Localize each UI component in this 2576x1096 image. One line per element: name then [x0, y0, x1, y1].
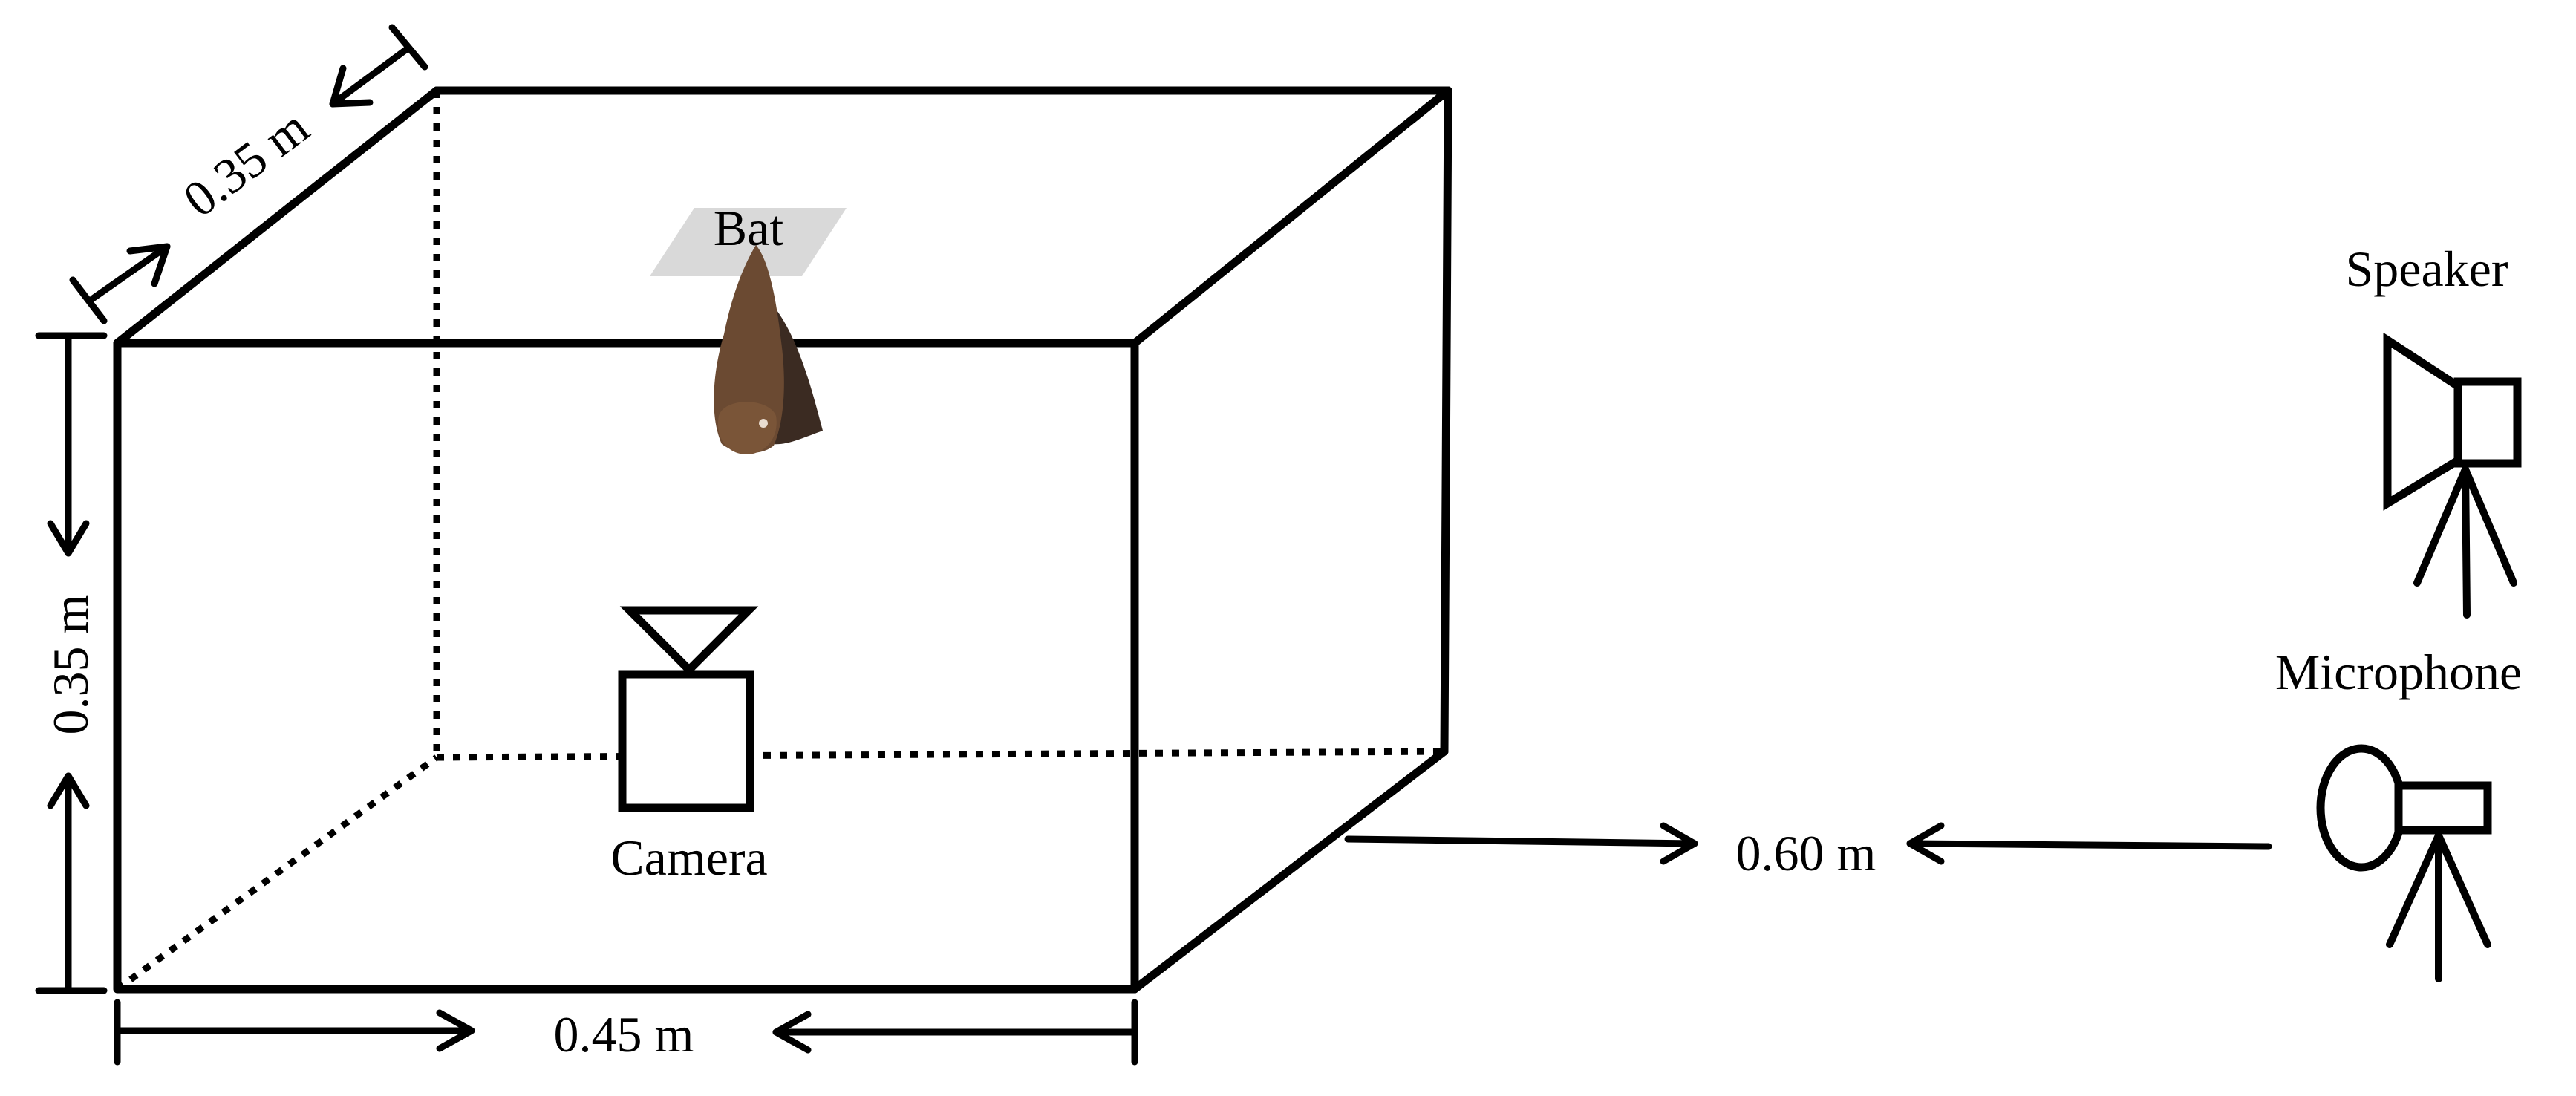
width-label: 0.45 m — [554, 1006, 694, 1063]
height-arrowhead-top — [47, 520, 90, 557]
speaker-tripod-center-leg — [2462, 466, 2471, 619]
distance-dimension — [1344, 822, 2272, 865]
distance-arrowhead-left — [1660, 822, 1698, 865]
distance-arrow-right — [1906, 840, 2272, 850]
depth-arrowhead-front — [126, 243, 171, 287]
depth-arrow-back — [329, 45, 411, 108]
speaker-label: Speaker — [2345, 241, 2508, 297]
camera-icon — [618, 606, 759, 812]
depth-arrowhead-back — [329, 65, 374, 108]
bat-eye — [759, 419, 768, 428]
depth-tick-front — [69, 276, 108, 324]
box-front-face — [113, 339, 1139, 994]
speaker-tripod-right-leg — [2462, 466, 2517, 587]
microphone-tripod-left-leg — [2386, 832, 2442, 948]
distance-label: 0.60 m — [1736, 825, 1876, 881]
height-label: 0.35 m — [42, 595, 99, 735]
depth-arrow-front — [89, 243, 171, 302]
microphone-body — [2394, 781, 2492, 835]
speaker-icon — [2383, 332, 2522, 619]
enclosure-box — [113, 86, 1452, 994]
box-hidden-edges — [115, 91, 1447, 992]
distance-arrowhead-right — [1906, 822, 1945, 865]
microphone-icon — [2316, 744, 2492, 982]
microphone-head — [2316, 744, 2407, 872]
bat-figure — [650, 208, 847, 454]
height-dimension — [35, 332, 108, 994]
box-top-right-edge — [1130, 86, 1452, 348]
bat-body — [714, 245, 784, 453]
camera-body — [618, 670, 754, 812]
speaker-cone — [2383, 332, 2462, 511]
width-dimension — [114, 999, 1138, 1066]
bottom-left-depth-edge — [115, 754, 439, 992]
bat-head — [717, 402, 777, 454]
box-bottom-right-edge — [1130, 747, 1449, 994]
speaker-tripod-left-leg — [2413, 466, 2469, 587]
box-top-left-edge — [113, 86, 441, 348]
height-arrowhead-bottom — [47, 772, 90, 809]
bat-label: Bat — [714, 200, 784, 256]
box-back-right-vertical-edge — [1440, 86, 1452, 756]
microphone-label: Microphone — [2275, 644, 2522, 700]
microphone-tripod-right-leg — [2435, 832, 2491, 948]
camera-label: Camera — [610, 829, 767, 886]
back-bottom-edge — [436, 748, 1447, 761]
width-arrowhead-left — [436, 1009, 475, 1052]
bat-perch — [650, 208, 847, 276]
camera-lens — [619, 606, 759, 676]
depth-dimension — [69, 24, 428, 324]
width-arrowhead-right — [772, 1011, 812, 1054]
speaker-box — [2453, 377, 2522, 468]
distance-arrow-left — [1344, 835, 1698, 847]
depth-label: 0.35 m — [173, 98, 319, 227]
